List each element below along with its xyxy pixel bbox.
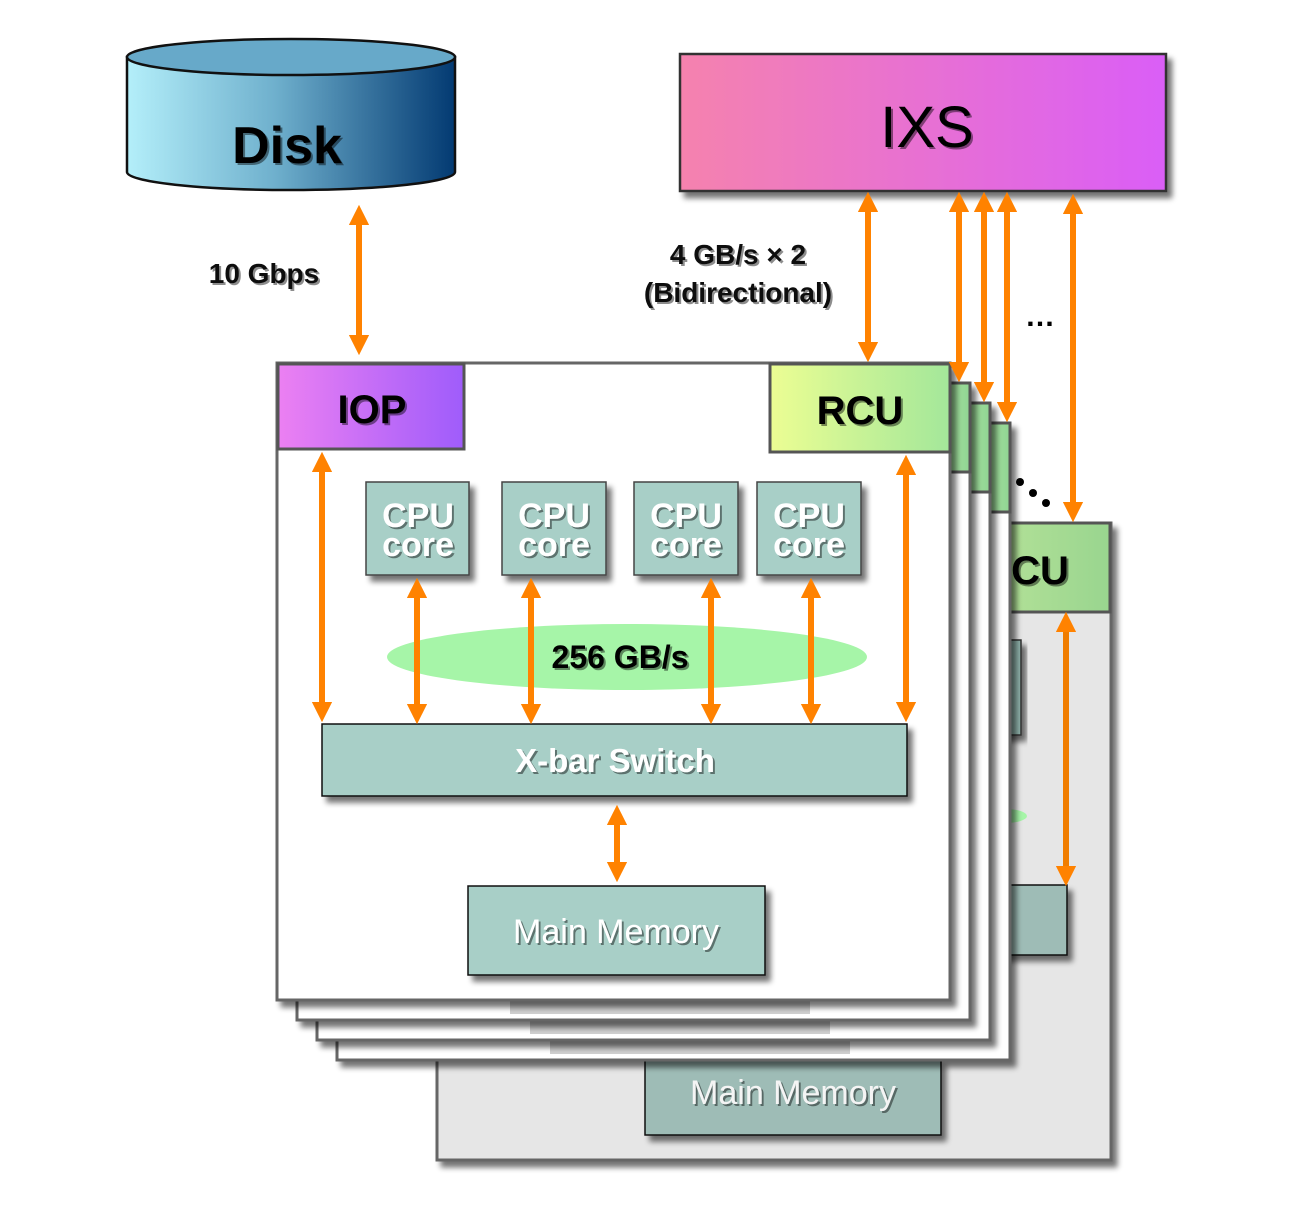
cpu-bus-ellipse (387, 624, 867, 690)
cpu-core: CPU core (501, 481, 607, 576)
cpu-core-label-line2: core (518, 526, 590, 564)
cpu-bus-bandwidth-label: 256 GB/s (552, 639, 689, 675)
cpu-core: CPU core (365, 481, 470, 576)
node-2-memory-shadow (530, 1020, 830, 1034)
xbar-switch-label: X-bar Switch (515, 742, 715, 779)
cpu-core-label-line2: core (382, 526, 454, 564)
cpu-core-label-line1: CPU (773, 497, 845, 535)
ellipsis-dot (1042, 499, 1050, 507)
ixs-label: IXS (880, 95, 974, 160)
cpu-core-box (633, 481, 739, 576)
cpu-core-label-line2: core (650, 526, 722, 564)
disk: Disk (125, 37, 457, 192)
node-1-rcu-strip (948, 381, 972, 474)
node-3-rcu-strip (988, 421, 1012, 514)
cpu-core: CPU core (756, 481, 862, 576)
ellipsis-dot (1029, 489, 1037, 497)
cpu-core-label-line1: CPU (382, 497, 454, 535)
rcu-label: RCU (817, 389, 904, 433)
main-memory-back (644, 1059, 942, 1136)
ellipsis-dot (1016, 478, 1024, 486)
disk-iop-bandwidth-label: 10 Gbps (209, 258, 319, 289)
ixs-rcu-bandwidth-line1: 4 GB/s × 2 (670, 239, 806, 270)
ixs-rcu-bandwidth-line2: (Bidirectional) (644, 277, 832, 308)
cpu-core-box (501, 481, 607, 576)
ellipsis-diagonal (1016, 478, 1050, 507)
cpu-core-label-line1: CPU (518, 497, 590, 535)
rcu-back-label: CU (1011, 549, 1069, 593)
disk-body (125, 55, 457, 192)
ellipsis-top: … (1025, 300, 1055, 333)
cpu-core-box (365, 481, 470, 576)
main-memory-back-label: Main Memory (690, 1074, 896, 1112)
main-memory-box (467, 885, 766, 976)
rcu-box (768, 362, 952, 454)
node-front: IOP RCU CPU core CPU core CPU core CPU c… (275, 361, 952, 1002)
cpu-core-label-line1: CPU (650, 497, 722, 535)
main-memory-label: Main Memory (513, 913, 719, 951)
disk-label: Disk (232, 117, 342, 175)
node-3-memory-shadow (550, 1040, 850, 1054)
xbar-switch-box (321, 723, 908, 797)
node-1-memory-shadow (510, 1000, 810, 1014)
ixs-box (678, 52, 1168, 193)
iop-box (276, 362, 466, 451)
ixs: IXS (678, 52, 1168, 193)
cpu-core-label-line2: core (773, 526, 845, 564)
disk-top (125, 37, 457, 77)
cpu-core: CPU core (633, 481, 739, 576)
cpu-core-box (756, 481, 862, 576)
iop-label: IOP (338, 388, 407, 432)
node-2-rcu-strip (968, 401, 992, 494)
